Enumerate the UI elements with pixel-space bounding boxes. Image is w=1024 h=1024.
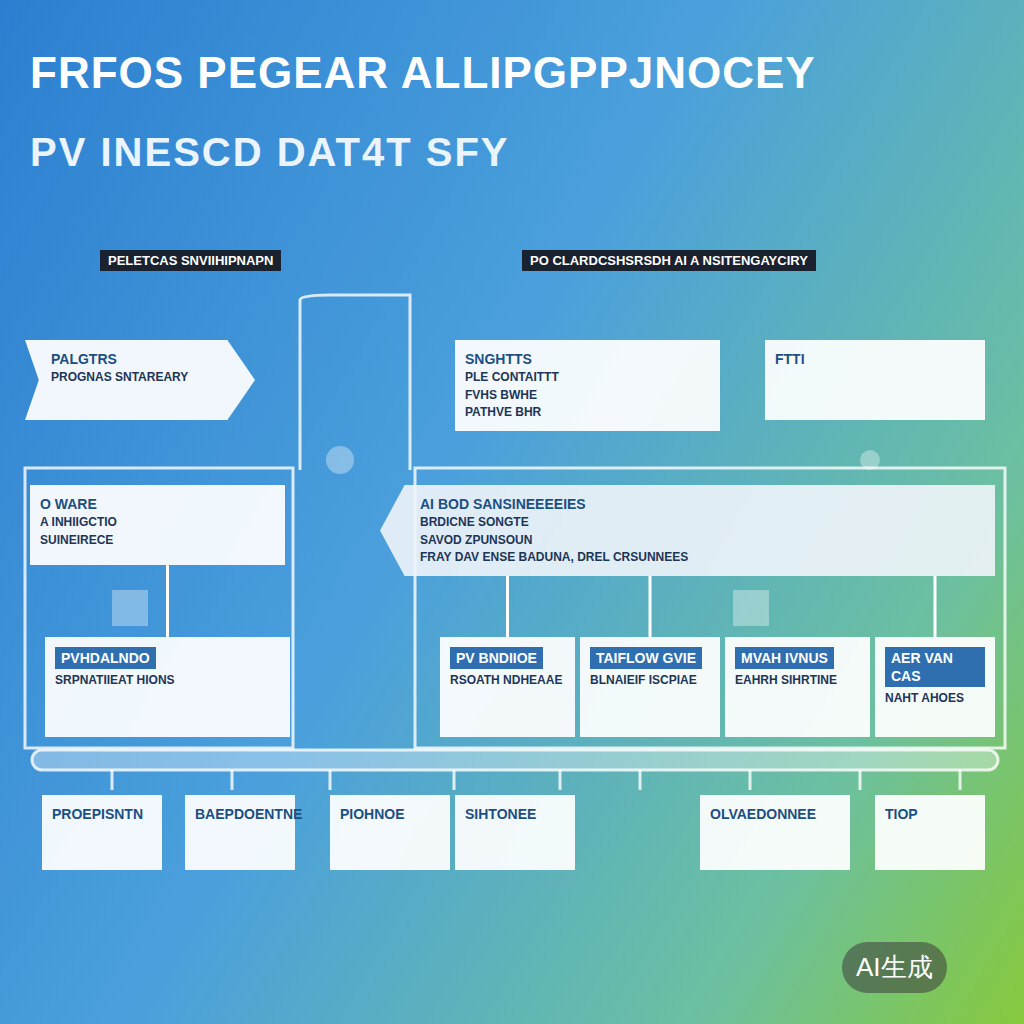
info-box: SIHTONEE <box>455 795 575 870</box>
box-text: PROGNAS SNTAREARY <box>51 370 245 386</box>
box-heading: SIHTONEE <box>465 805 565 823</box>
info-box: MVAH IVNUS EAHRH SIHRTINE <box>725 637 870 737</box>
info-box: TAIFLOW GVIE BLNAIEIF ISCPIAE <box>580 637 720 737</box>
box-heading: AI BOD SANSINEEEEIES <box>420 495 985 513</box>
box-heading: PV BNDIIOE <box>450 647 543 669</box>
box-heading: TAIFLOW GVIE <box>590 647 702 669</box>
box-heading: MVAH IVNUS <box>735 647 834 669</box>
box-heading: AER VAN CAS <box>885 647 985 687</box>
box-heading: O WARE <box>40 495 275 513</box>
box-heading: PROEPISNTN <box>52 805 152 823</box>
box-text: FRAY DAV ENSE BADUNA, DREL CRSUNNEES <box>420 550 985 566</box>
label: PO CLARDCSHSRSDH AI A NSITENGAYCIRY <box>522 250 816 271</box>
box-text: FVHS BWHE <box>465 388 710 404</box>
box-text: EAHRH SIHRTINE <box>735 673 860 689</box>
info-box: O WARE A INHIIGCTIO SUINEIRECE <box>30 485 285 565</box>
connector <box>650 576 651 637</box>
box-text: BRDICNE SONGTE <box>420 515 985 531</box>
box-text: RSOATH NDHEAAE <box>450 673 565 689</box>
connector <box>507 576 508 637</box>
info-box: PROEPISNTN <box>42 795 162 870</box>
box-text: NAHT AHOES <box>885 691 985 707</box>
box-text: PLE CONTAITTT <box>465 370 710 386</box>
info-box: PV BNDIIOE RSOATH NDHEAAE <box>440 637 575 737</box>
box-heading: BAEPDOENTNE <box>195 805 285 823</box>
box-text: PATHVE BHR <box>465 405 710 421</box>
info-box: SNGHTTS PLE CONTAITTT FVHS BWHEPATHVE BHR <box>455 340 720 431</box>
box-text: SRPNATIIEAT HIONS <box>55 673 280 689</box>
label: PV INESCD DAT4T SFY <box>30 130 510 175</box>
box-heading: FTTI <box>775 350 975 368</box>
info-box: OLVAEDONNEE <box>700 795 850 870</box>
info-box: PVHDALNDO SRPNATIIEAT HIONS <box>45 637 290 737</box>
info-box: BAEPDOENTNE <box>185 795 295 870</box>
connector <box>935 576 936 637</box>
box-heading: PALGTRS <box>51 350 245 368</box>
box-heading: SNGHTTS <box>465 350 710 368</box>
box-text: SAVOD ZPUNSOUN <box>420 533 985 549</box>
title: FRFOS PEGEAR ALLIPGPPJNOCEY <box>30 48 1000 98</box>
box-heading: OLVAEDONNEE <box>710 805 840 823</box>
info-box: TIOP <box>875 795 985 870</box>
box-heading: PIOHNOE <box>340 805 440 823</box>
box-text: A INHIIGCTIO <box>40 515 275 531</box>
info-box: AER VAN CAS NAHT AHOES <box>875 637 995 737</box>
box-heading: PVHDALNDO <box>55 647 156 669</box>
watermark: AI生成 <box>842 942 947 993</box>
info-box: PALGTRS PROGNAS SNTAREARY <box>25 340 255 420</box>
box-text: SUINEIRECE <box>40 533 275 549</box>
info-box: FTTI <box>765 340 985 420</box>
info-box: PIOHNOE <box>330 795 450 870</box>
label: PELETCAS SNVIIHIPNAPN <box>100 250 281 271</box>
box-heading: TIOP <box>885 805 975 823</box>
frame-lines <box>25 295 1005 790</box>
info-box: AI BOD SANSINEEEEIES BRDICNE SONGTE SAVOD … <box>380 485 995 576</box>
box-text: BLNAIEIF ISCPIAE <box>590 673 710 689</box>
connector <box>167 565 168 637</box>
